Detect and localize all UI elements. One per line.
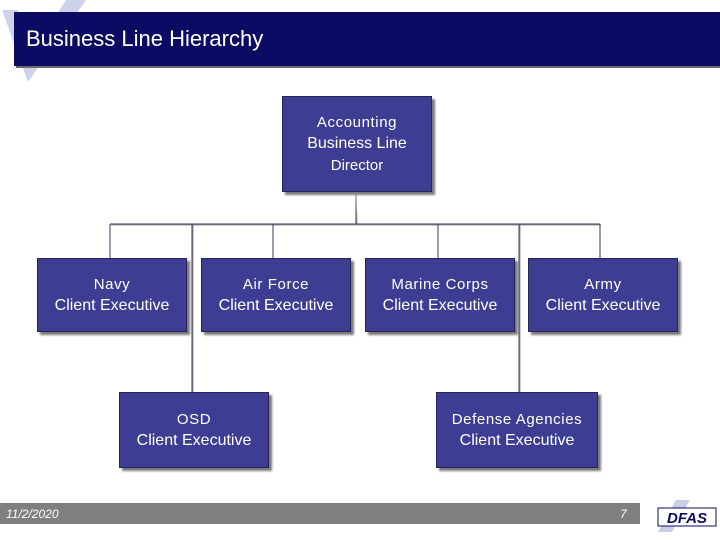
director-line3: Director [330,156,384,174]
navy-line2: Client Executive [54,296,170,314]
marine-corps-line1: Marine Corps [391,275,489,293]
navy-node: Navy Client Executive [37,258,187,332]
osd-node: OSD Client Executive [119,392,269,468]
navy-line1: Navy [93,275,131,293]
director-line2: Business Line [307,134,407,152]
defense-agencies-line2: Client Executive [459,431,575,449]
defense-agencies-line1: Defense Agencies [451,410,583,428]
page-number: 7 [620,507,627,521]
director-node: Accounting Business Line Director [282,96,432,192]
air-force-line1: Air Force [242,275,310,293]
osd-line1: OSD [176,410,212,428]
marine-corps-node: Marine Corps Client Executive [365,258,515,332]
army-line2: Client Executive [545,296,661,314]
footer-date: 11/2/2020 [6,507,59,521]
logo-text: DFAS [667,510,707,527]
army-node: Army Client Executive [528,258,678,332]
footer-bar: 11/2/2020 7 [0,503,640,524]
army-line1: Army [584,275,622,293]
title-bar: Business Line Hierarchy [14,12,720,66]
page-title: Business Line Hierarchy [26,26,264,51]
director-line1: Accounting [316,113,398,131]
marine-corps-line2: Client Executive [382,296,498,314]
defense-agencies-node: Defense Agencies Client Executive [436,392,598,468]
air-force-line2: Client Executive [218,296,334,314]
dfas-logo-icon: DFAS [657,500,717,532]
osd-line2: Client Executive [136,431,252,449]
air-force-node: Air Force Client Executive [201,258,351,332]
